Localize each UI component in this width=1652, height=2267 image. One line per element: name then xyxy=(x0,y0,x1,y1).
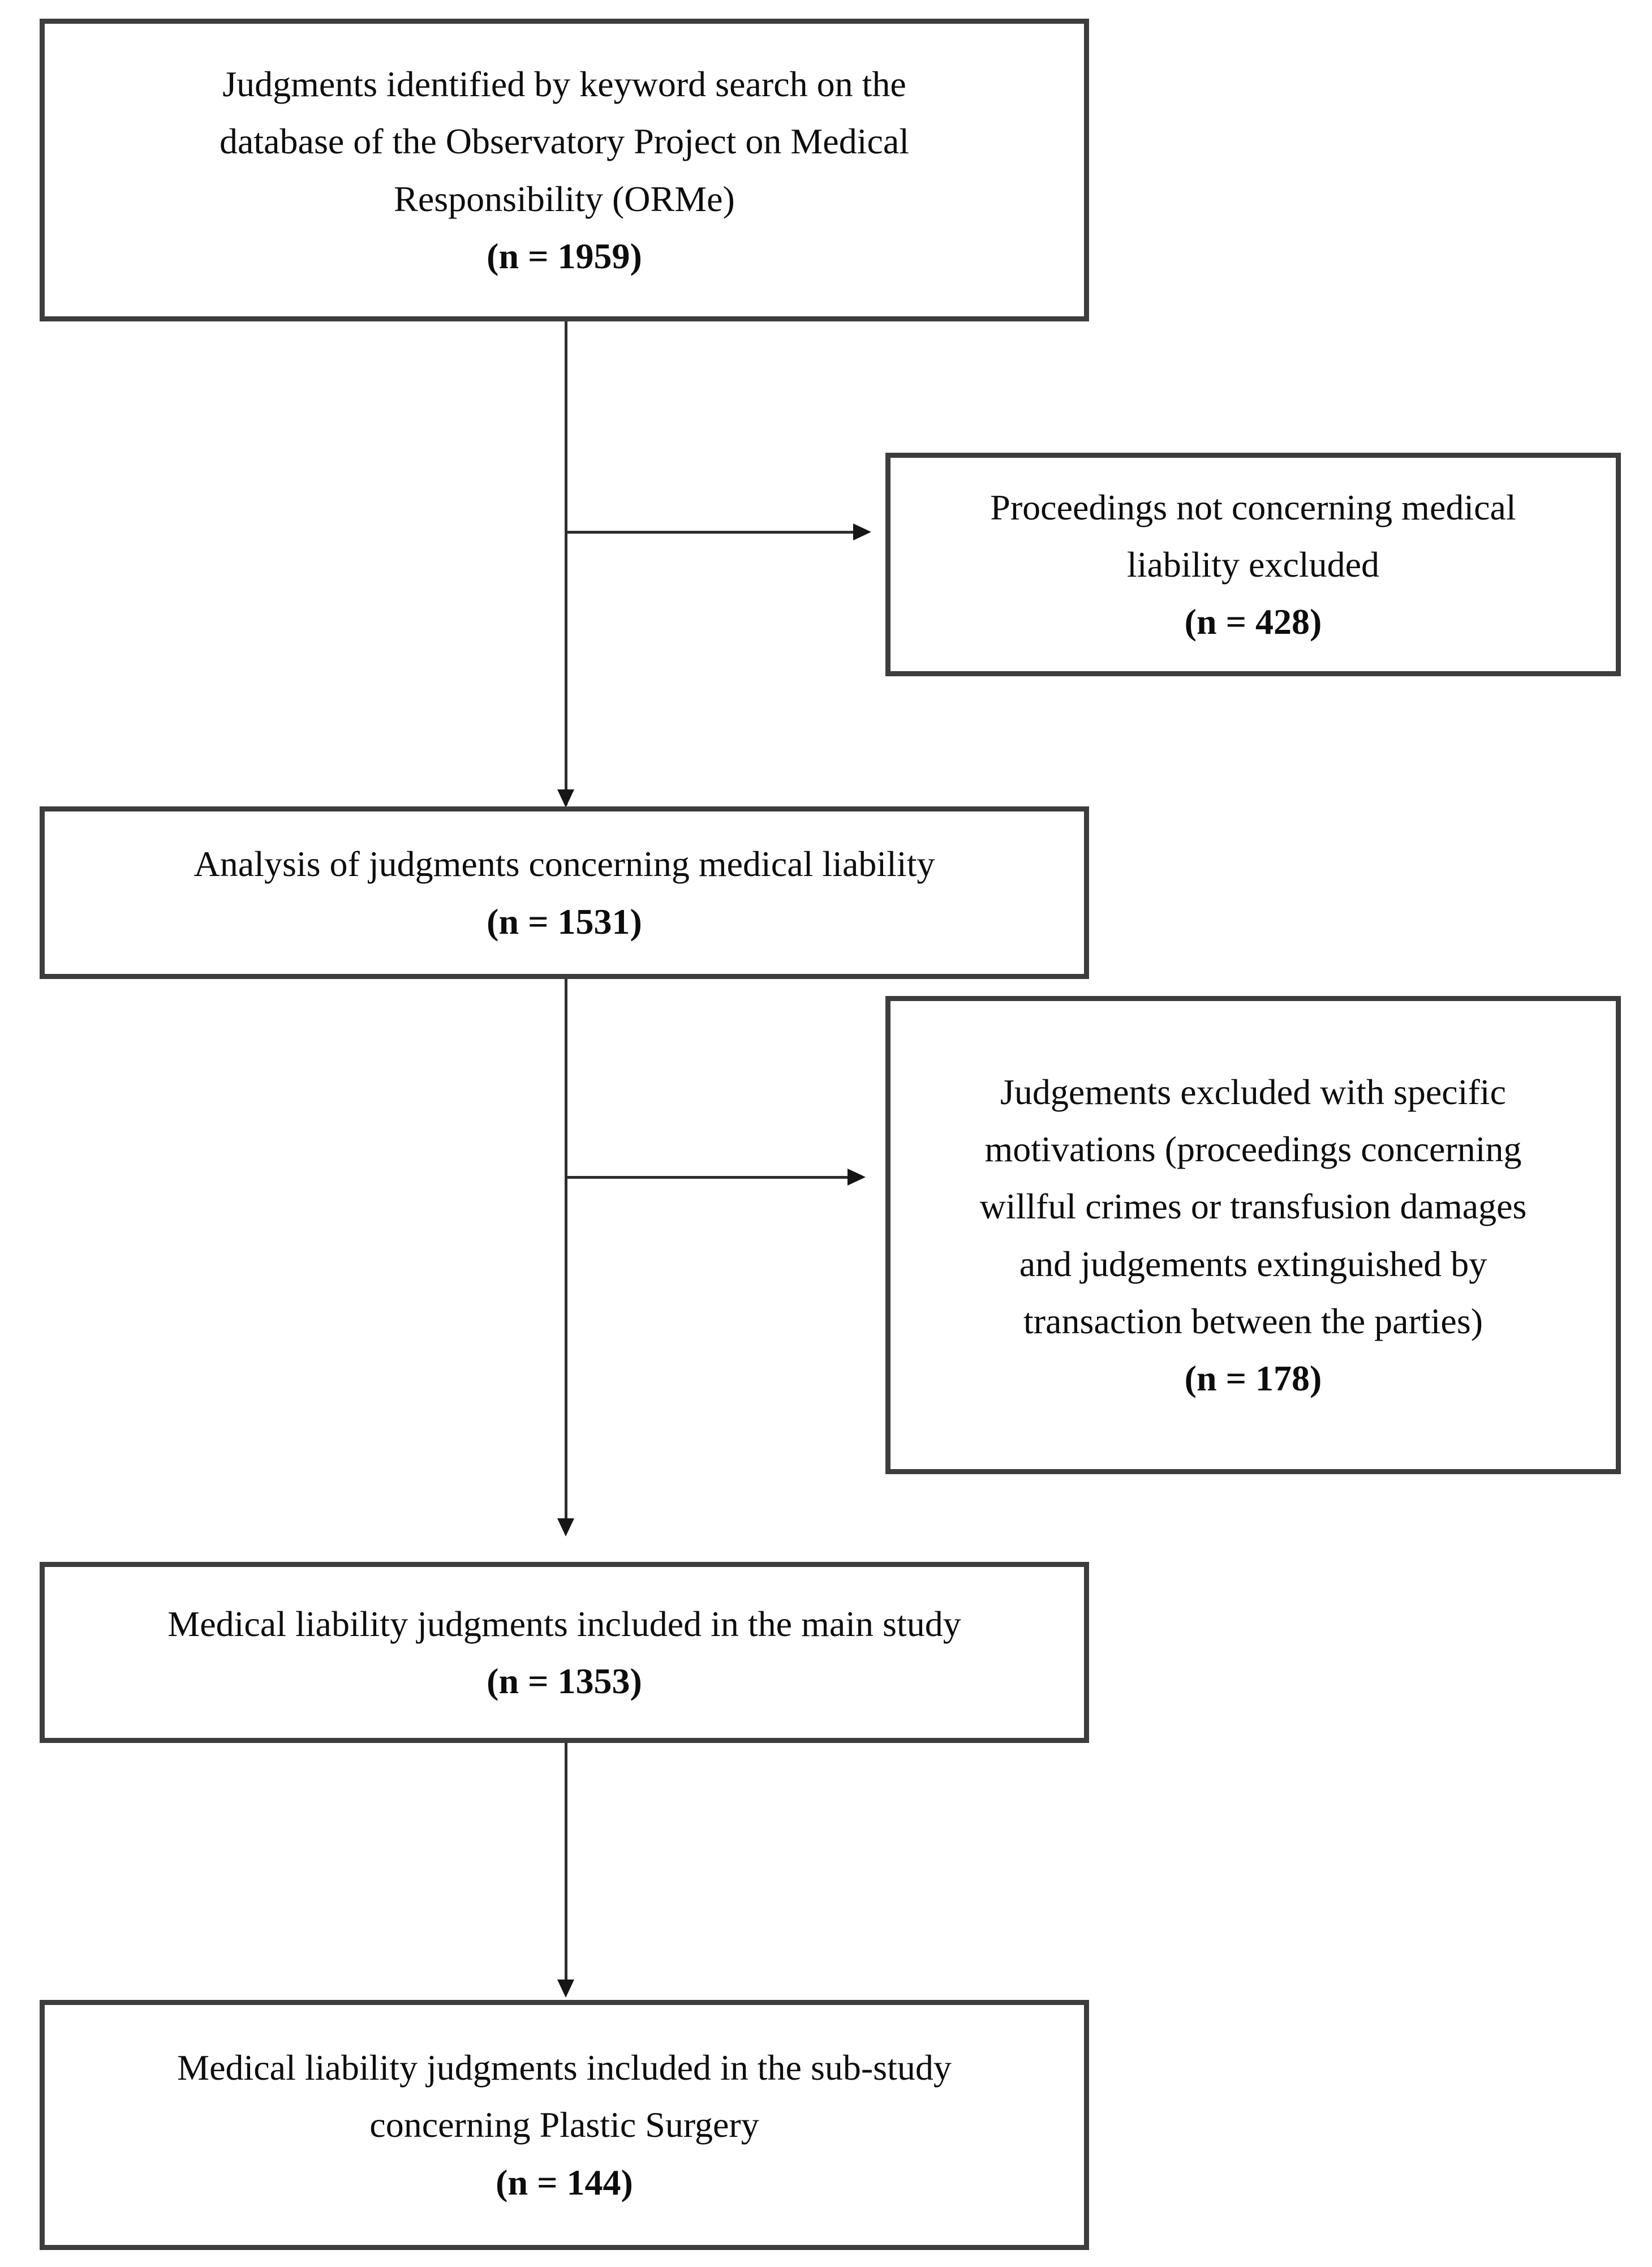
connector-line-box5-to-box6 xyxy=(565,1743,567,1981)
box-judgements-excluded-specific: Judgements excluded with specific motiva… xyxy=(885,996,1621,1474)
box-judgments-identified-count: (n = 1959) xyxy=(487,235,642,276)
box-proceedings-excluded-text: Proceedings not concerning medical liabi… xyxy=(990,487,1516,585)
box-judgments-identified-text: Judgments identified by keyword search o… xyxy=(219,64,910,219)
box-proceedings-excluded: Proceedings not concerning medical liabi… xyxy=(885,453,1621,676)
box-sub-study-text: Medical liability judgments included in … xyxy=(177,2047,952,2145)
box-main-study-text: Medical liability judgments included in … xyxy=(167,1603,961,1644)
arrowhead-right-box2 xyxy=(853,523,871,540)
box-analysis: Analysis of judgments concerning medical… xyxy=(40,806,1089,979)
box-judgements-excluded-specific-text: Judgements excluded with specific motiva… xyxy=(979,1072,1527,1341)
connector-line-box3-to-box5 xyxy=(565,979,567,1519)
box-sub-study-count: (n = 144) xyxy=(496,2162,633,2202)
box-proceedings-excluded-count: (n = 428) xyxy=(1184,602,1322,642)
arrowhead-down-box6 xyxy=(557,1980,574,1998)
box-analysis-text: Analysis of judgments concerning medical… xyxy=(193,844,935,885)
arrowhead-down-box5 xyxy=(557,1518,574,1536)
box-analysis-count: (n = 1531) xyxy=(487,901,642,942)
box-main-study: Medical liability judgments included in … xyxy=(40,1562,1089,1743)
box-main-study-count: (n = 1353) xyxy=(487,1661,642,1701)
box-judgments-identified: Judgments identified by keyword search o… xyxy=(40,19,1089,321)
box-judgements-excluded-specific-count: (n = 178) xyxy=(1184,1358,1322,1398)
connector-line-to-box4 xyxy=(566,1176,847,1179)
connector-line-box1-to-box3 xyxy=(565,321,567,805)
arrowhead-right-box4 xyxy=(847,1169,866,1186)
box-sub-study: Medical liability judgments included in … xyxy=(40,2000,1089,2250)
connector-line-to-box2 xyxy=(566,531,853,534)
arrowhead-down-box3 xyxy=(557,789,574,808)
